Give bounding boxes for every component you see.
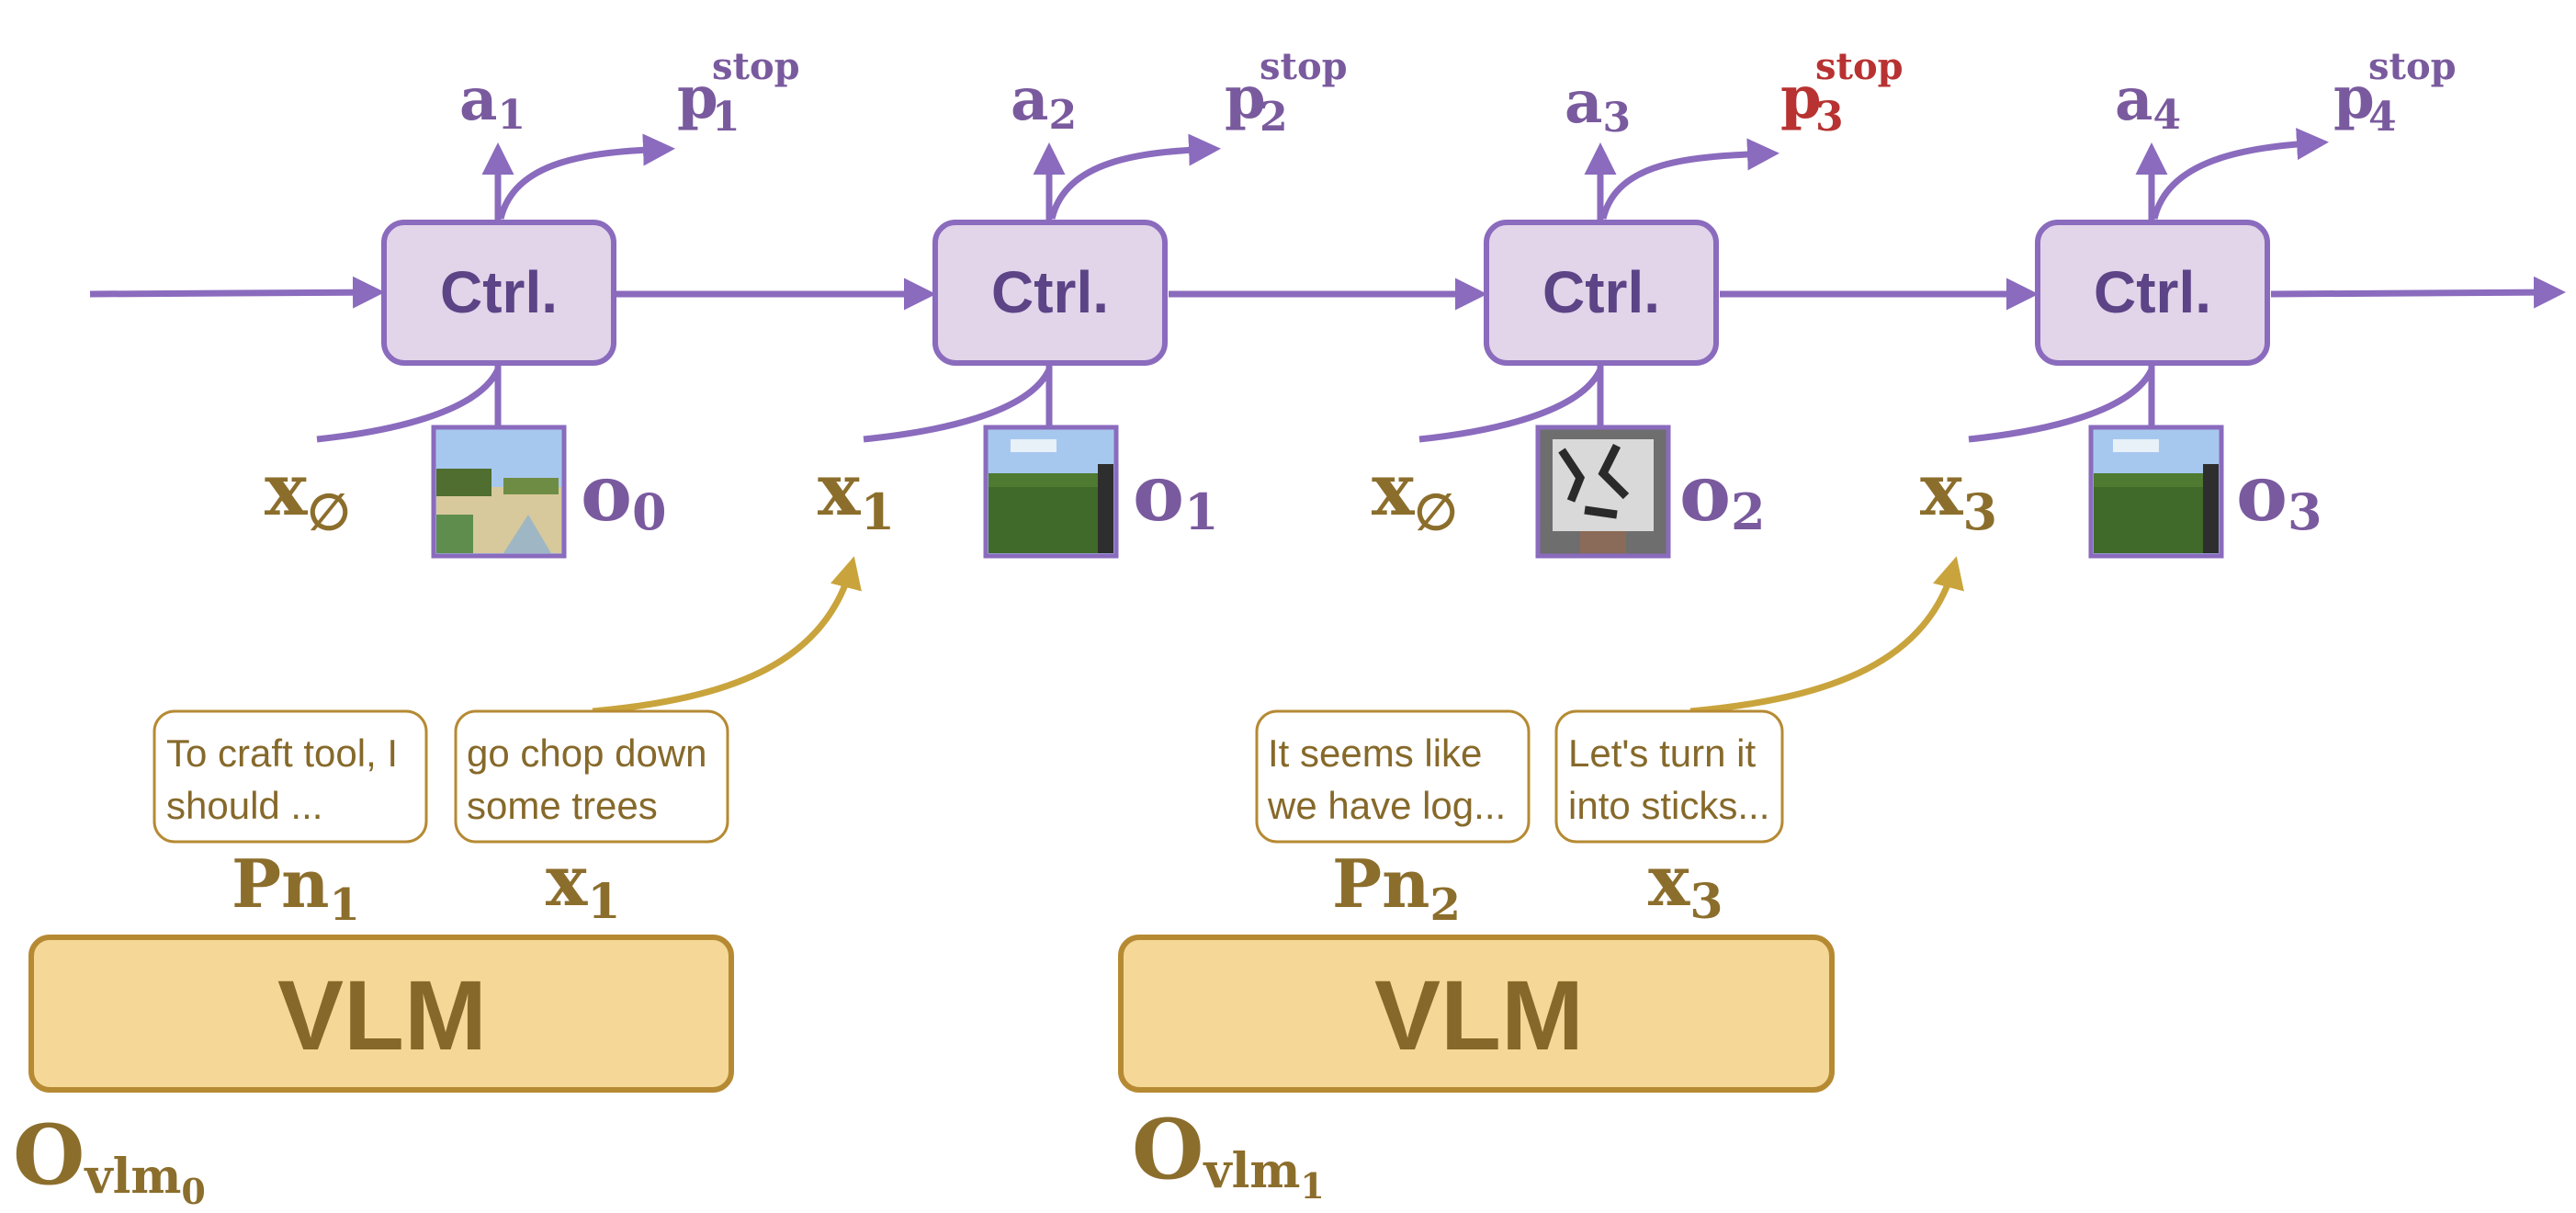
input-label: x3 bbox=[1920, 448, 1997, 541]
timeline-arrows bbox=[89, 276, 2566, 311]
input-curve bbox=[316, 368, 502, 443]
plan-bubble bbox=[1255, 709, 1531, 844]
instruction-arrow bbox=[592, 556, 862, 715]
controller-box bbox=[381, 220, 616, 366]
observation-thumbnail bbox=[1535, 425, 1671, 559]
input-label: x1 bbox=[818, 448, 895, 541]
instruction-bubble bbox=[1554, 709, 1784, 844]
vlm-label: VLM bbox=[1374, 959, 1584, 1071]
controller-box bbox=[1484, 220, 1719, 366]
input-curve bbox=[1968, 368, 2155, 443]
vlm-box bbox=[28, 935, 734, 1093]
observation-thumbnail bbox=[431, 425, 567, 559]
instruction-arrow bbox=[1689, 556, 1964, 715]
obs-label: o3 bbox=[2236, 448, 2322, 541]
stop-arrow bbox=[1048, 133, 1221, 220]
input-curve bbox=[863, 368, 1053, 443]
observation-thumbnail bbox=[2088, 425, 2224, 559]
obs-label: o0 bbox=[581, 448, 667, 541]
input-label: x∅ bbox=[1372, 448, 1458, 541]
stop-arrow bbox=[2151, 128, 2329, 220]
stop-arrow bbox=[497, 133, 675, 220]
plan-bubble bbox=[153, 709, 428, 844]
action-label: a4 bbox=[2115, 65, 2181, 139]
stop-arrow bbox=[1599, 138, 1779, 220]
action-label: a1 bbox=[459, 65, 525, 139]
input-label: x∅ bbox=[265, 448, 351, 541]
controller-box bbox=[932, 220, 1168, 366]
controller-label: Ctrl. bbox=[440, 259, 558, 325]
timeline-arrow-out bbox=[2270, 276, 2566, 309]
controller-label: Ctrl. bbox=[991, 259, 1109, 325]
obs-label: o2 bbox=[1679, 448, 1766, 541]
action-label: a3 bbox=[1565, 68, 1631, 142]
controller-label: Ctrl. bbox=[1542, 259, 1660, 325]
plan-label: Pn1 bbox=[232, 845, 360, 931]
vlm-observation-label: Ovlm1 bbox=[1132, 1101, 1325, 1207]
instruction-label: x1 bbox=[546, 840, 621, 930]
vlm-box bbox=[1118, 935, 1835, 1093]
action-label: a2 bbox=[1011, 65, 1077, 139]
vlm-label: VLM bbox=[277, 959, 487, 1071]
plan-label: Pn2 bbox=[1332, 845, 1461, 931]
controller-label: Ctrl. bbox=[2094, 259, 2211, 325]
obs-label: o1 bbox=[1133, 448, 1219, 541]
observation-thumbnail bbox=[983, 425, 1119, 559]
instruction-bubble bbox=[454, 709, 729, 844]
timeline-arrow-in bbox=[89, 276, 385, 309]
instruction-label: x3 bbox=[1648, 840, 1723, 930]
input-curve bbox=[1418, 368, 1604, 443]
controller-box bbox=[2035, 220, 2270, 366]
vlm-observation-label: Ovlm0 bbox=[13, 1106, 206, 1212]
